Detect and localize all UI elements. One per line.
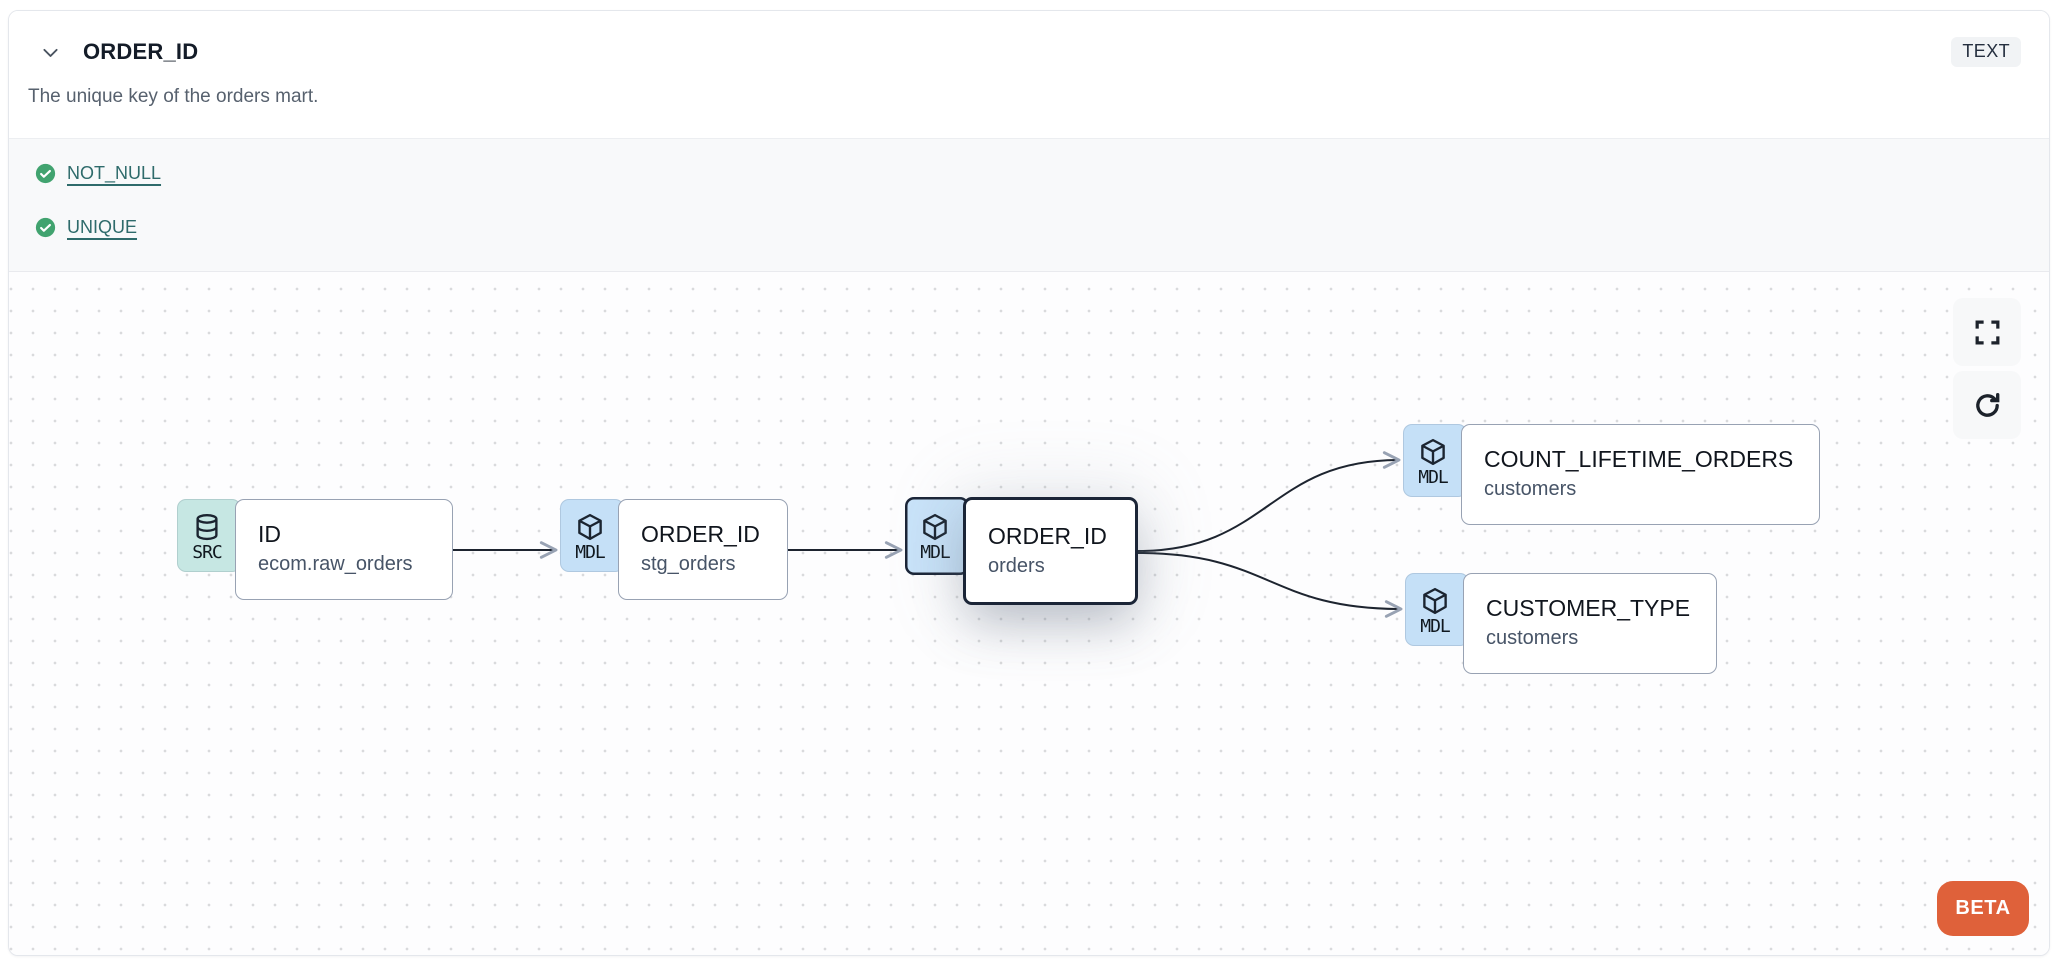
- test-link-unique[interactable]: UNIQUE: [67, 217, 138, 237]
- node-subtitle: stg_orders: [641, 553, 736, 575]
- lineage-node-order_id_stg_orders[interactable]: MDL ORDER_ID stg_orders: [560, 499, 788, 600]
- node-kind-badge: MDL: [1403, 424, 1467, 497]
- node-subtitle: ecom.raw_orders: [258, 553, 413, 575]
- node-kind-label: SRC: [192, 541, 222, 563]
- test-row: NOT_NULL: [35, 163, 2049, 184]
- column-title: ORDER_ID: [83, 39, 199, 64]
- node-title: CUSTOMER_TYPE: [1486, 595, 1691, 621]
- refresh-button[interactable]: [1953, 371, 2021, 439]
- node-title: ORDER_ID: [641, 521, 760, 547]
- refresh-icon: [1975, 392, 1999, 417]
- check-circle-icon: [35, 217, 56, 238]
- beta-badge: BETA: [1937, 881, 2029, 936]
- node-kind-label: MDL: [575, 541, 605, 563]
- cube-icon: [1420, 586, 1450, 616]
- cube-icon: [575, 512, 605, 542]
- node-kind-label: MDL: [920, 542, 950, 563]
- node-title: COUNT_LIFETIME_ORDERS: [1484, 446, 1794, 472]
- test-link-not-null[interactable]: NOT_NULL: [67, 163, 162, 183]
- column-title-row: ORDER_ID TEXT: [38, 37, 2021, 67]
- lineage-edges: [452, 451, 1403, 618]
- column-description: The unique key of the orders mart.: [28, 86, 319, 107]
- canvas-controls: [1953, 298, 2021, 439]
- node-kind-badge: MDL: [905, 497, 969, 575]
- node-title: ID: [258, 521, 281, 547]
- lineage-node-id_ecom_raw_orders[interactable]: SRC ID ecom.raw_orders: [177, 499, 453, 600]
- node-kind-label: MDL: [1418, 466, 1448, 488]
- cube-icon: [920, 512, 950, 542]
- node-body: COUNT_LIFETIME_ORDERS customers: [1461, 424, 1821, 525]
- chevron-down-icon: [42, 48, 58, 57]
- node-body: ID ecom.raw_orders: [235, 499, 453, 600]
- lineage-node-customer_type_customers[interactable]: MDL CUSTOMER_TYPE customers: [1405, 573, 1718, 674]
- node-body: ORDER_ID stg_orders: [618, 499, 788, 600]
- node-kind-badge: MDL: [560, 499, 624, 572]
- column-header: ORDER_ID TEXT The unique key of the orde…: [9, 11, 2049, 138]
- edge-order_id_orders-to-customer_type_customers: [1137, 552, 1403, 618]
- lineage-node-count_lifetime_orders_customers[interactable]: MDL COUNT_LIFETIME_ORDERS customers: [1403, 424, 1821, 525]
- tests-section: NOT_NULL UNIQUE: [9, 138, 2049, 271]
- node-subtitle: customers: [1486, 627, 1579, 649]
- node-kind-badge: SRC: [177, 499, 241, 572]
- node-kind-badge: MDL: [1405, 573, 1469, 646]
- column-type-badge: TEXT: [1951, 37, 2021, 67]
- test-row: UNIQUE: [35, 217, 2049, 238]
- cube-icon: [1418, 437, 1448, 467]
- node-body: CUSTOMER_TYPE customers: [1463, 573, 1718, 674]
- node-title: ORDER_ID: [988, 522, 1107, 549]
- edge-order_id_orders-to-count_lifetime_orders_customers: [1137, 451, 1401, 552]
- node-subtitle: orders: [988, 554, 1045, 577]
- collapse-button[interactable]: [38, 40, 62, 64]
- database-icon: [192, 512, 222, 542]
- fullscreen-button[interactable]: [1953, 298, 2021, 366]
- node-subtitle: customers: [1484, 478, 1577, 500]
- check-circle-icon: [35, 163, 56, 184]
- fullscreen-icon: [1975, 320, 1999, 344]
- node-kind-label: MDL: [1420, 615, 1450, 637]
- column-details-card: ORDER_ID TEXT The unique key of the orde…: [8, 10, 2050, 956]
